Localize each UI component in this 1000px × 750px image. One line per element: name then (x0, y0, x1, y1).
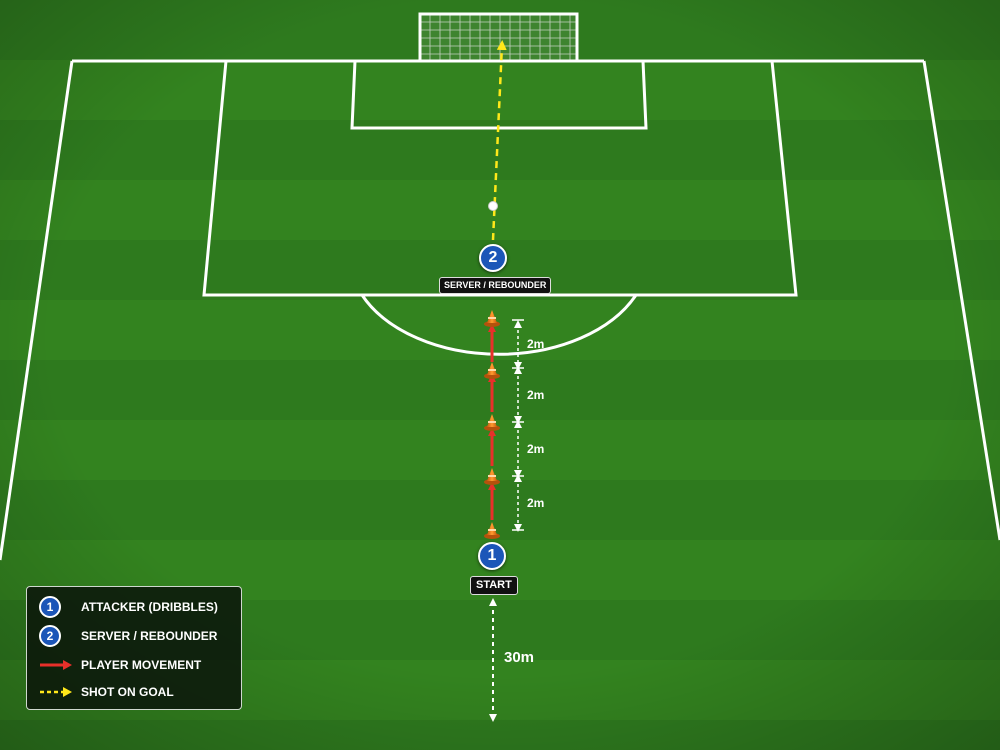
cone (484, 310, 500, 327)
legend-label: PLAYER MOVEMENT (81, 658, 202, 672)
legend-item-shot: SHOT ON GOAL (39, 681, 174, 703)
spacing-markers (512, 319, 524, 532)
attacker-player-icon: 1 (478, 542, 506, 570)
penalty-arc (360, 294, 638, 356)
goal (418, 12, 579, 63)
shot-arrow (491, 40, 507, 241)
penalty-area (202, 60, 798, 297)
cones (484, 310, 500, 539)
cone (484, 414, 500, 431)
right-touchline (922, 60, 1000, 541)
cone (484, 522, 500, 539)
legend-item-attacker: 1 ATTACKER (DRIBBLES) (39, 596, 218, 618)
ball (488, 201, 498, 211)
legend-item-movement: PLAYER MOVEMENT (39, 654, 201, 676)
left-touchline (0, 60, 74, 561)
cone-spacing-label: 2m (527, 442, 545, 456)
legend-label: ATTACKER (DRIBBLES) (81, 600, 218, 614)
yellow-dashed-arrow-icon (40, 687, 72, 697)
server-label: SERVER / REBOUNDER (439, 277, 552, 294)
shot-path (488, 40, 507, 241)
cone-spacing-label: 2m (527, 496, 545, 510)
legend-item-server: 2 SERVER / REBOUNDER (39, 625, 217, 647)
cone-spacing-label: 2m (527, 337, 545, 351)
cone (484, 362, 500, 379)
legend-label: SHOT ON GOAL (81, 685, 174, 699)
server-player-icon: 2 (479, 244, 507, 272)
start-label: START (470, 576, 518, 595)
cone (484, 468, 500, 485)
legend: 1 ATTACKER (DRIBBLES) 2 SERVER / REBOUND… (26, 586, 242, 710)
approach-distance-label: 30m (504, 649, 535, 666)
legend-label: SERVER / REBOUNDER (81, 629, 218, 643)
red-arrow-icon (40, 660, 72, 670)
cone-spacing-label: 2m (527, 388, 545, 402)
player-1-icon: 1 (39, 596, 61, 618)
player-2-icon: 2 (39, 625, 61, 647)
